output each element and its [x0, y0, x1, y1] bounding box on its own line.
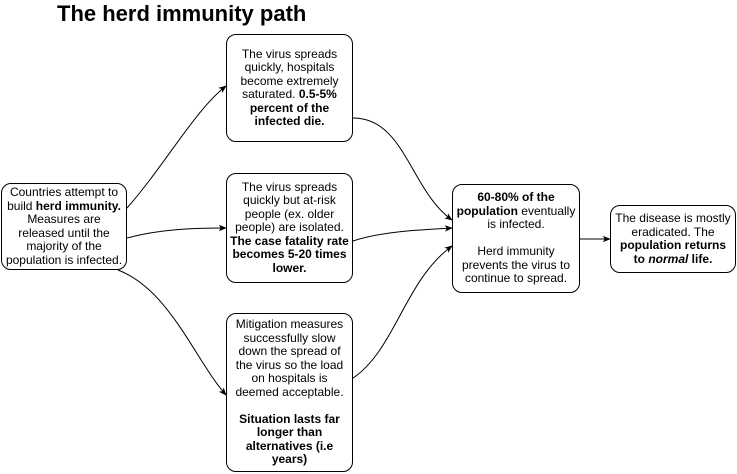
node-start-bold-1: herd immunity.: [35, 198, 121, 213]
node-end-bold-1: population returns to: [620, 238, 726, 266]
edge-spread-fast-to-infected: [352, 117, 453, 221]
node-spread-fast: The virus spreads quickly, hospitals bec…: [226, 34, 353, 142]
node-start-text-2: Measures are released until the majority…: [5, 212, 123, 267]
node-end-text-1: The disease is mostly eradicated. The: [615, 211, 731, 239]
edge-start-to-isolate: [126, 224, 227, 239]
node-spread-fast-text-1: The virus spreads quickly, hospitals bec…: [240, 46, 339, 101]
diagram-title: The herd immunity path: [57, 1, 307, 26]
node-end: The disease is mostly eradicated. The po…: [610, 205, 736, 273]
edge-start-to-mitigation: [117, 269, 227, 396]
node-infected-text-1: eventually is infected.: [487, 203, 576, 232]
node-spread-fast-bold-1: 0.5-5% percent of the infected die.: [249, 87, 337, 128]
edge-isolate-to-infected: [352, 225, 453, 242]
node-infected: 60-80% of the population eventually is i…: [452, 184, 580, 293]
node-end-bold-italic-1: normal: [648, 251, 689, 266]
node-start-text-1: Countries attempt to build: [7, 185, 119, 213]
node-isolate: The virus spreads quickly but at-risk pe…: [226, 173, 353, 283]
node-end-bold-2: life.: [688, 251, 713, 266]
node-start: Countries attempt to build herd immunity…: [1, 183, 127, 270]
node-mitigation-bold-1: Situation lasts far longer than alternat…: [239, 411, 340, 467]
edge-mitigation-to-infected: [352, 245, 453, 379]
edge-start-to-spread-fast: [126, 85, 227, 209]
node-infected-bold-1: 60-80% of the population: [456, 190, 555, 218]
node-mitigation-text-1: Mitigation measures successfully slow do…: [235, 317, 344, 399]
node-isolate-bold-1: The case fatality rate becomes 5-20 time…: [230, 233, 349, 275]
node-infected-text-2: Herd immunity prevents the virus to cont…: [461, 244, 571, 286]
node-mitigation: Mitigation measures successfully slow do…: [226, 313, 353, 472]
node-isolate-text-1: The virus spreads quickly but at-risk pe…: [235, 179, 344, 235]
